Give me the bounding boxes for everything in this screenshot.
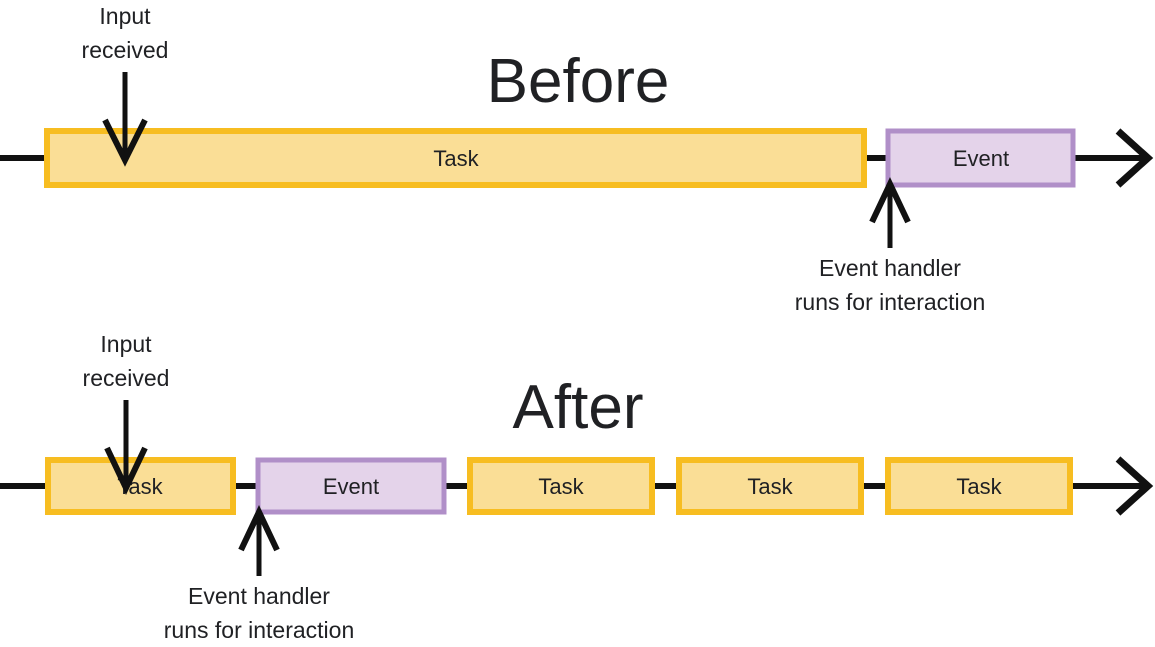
- before-section-title: Before: [487, 47, 670, 116]
- after-task-label-2: Task: [538, 474, 584, 499]
- after-event-handler-line-1: Event handler: [188, 583, 330, 609]
- after-input-received-line-2: received: [83, 365, 170, 391]
- before-event-handler-line-2: runs for interaction: [795, 289, 985, 315]
- before-input-received-callout: Input received: [82, 3, 169, 167]
- before-task-label: Task: [433, 146, 479, 171]
- after-axis-arrow-icon: [1115, 456, 1154, 516]
- after-event-block[interactable]: Event: [255, 457, 447, 515]
- section-before: Before Task Event Input received: [0, 3, 1154, 315]
- before-event-handler-line-1: Event handler: [819, 255, 961, 281]
- after-event-handler-arrow-up-icon: [238, 504, 280, 552]
- after-event-label: Event: [323, 474, 379, 499]
- after-task-rect-4[interactable]: [885, 457, 1073, 515]
- before-event-handler-callout: Event handler runs for interaction: [795, 176, 985, 315]
- after-task-label-3: Task: [747, 474, 793, 499]
- after-task-block-4[interactable]: Task: [885, 457, 1073, 515]
- after-section-title: After: [513, 373, 644, 442]
- before-input-received-line-1: Input: [99, 3, 151, 29]
- section-after: After Task Event Task Task: [0, 331, 1154, 643]
- before-event-label: Event: [953, 146, 1009, 171]
- before-event-handler-arrow-up-icon: [869, 176, 911, 224]
- after-event-rect[interactable]: [255, 457, 447, 515]
- after-task-block-3[interactable]: Task: [676, 457, 864, 515]
- before-input-received-line-2: received: [82, 37, 169, 63]
- before-event-block[interactable]: Event: [885, 128, 1076, 188]
- before-event-rect[interactable]: [885, 128, 1076, 188]
- after-event-handler-line-2: runs for interaction: [164, 617, 354, 643]
- before-axis-arrow-icon: [1115, 128, 1154, 188]
- after-task-block-1[interactable]: Task: [45, 457, 236, 515]
- after-event-handler-callout: Event handler runs for interaction: [164, 504, 354, 643]
- after-task-label-4: Task: [956, 474, 1002, 499]
- after-input-received-line-1: Input: [100, 331, 152, 357]
- before-task-rect[interactable]: [44, 128, 867, 188]
- before-task-block[interactable]: Task: [44, 128, 867, 188]
- before-input-received-arrow-down-icon: [102, 118, 148, 167]
- after-input-received-arrow-down-icon: [104, 446, 148, 495]
- after-task-rect-2[interactable]: [467, 457, 655, 515]
- after-input-received-callout: Input received: [83, 331, 170, 495]
- after-task-rect-3[interactable]: [676, 457, 864, 515]
- after-task-block-2[interactable]: Task: [467, 457, 655, 515]
